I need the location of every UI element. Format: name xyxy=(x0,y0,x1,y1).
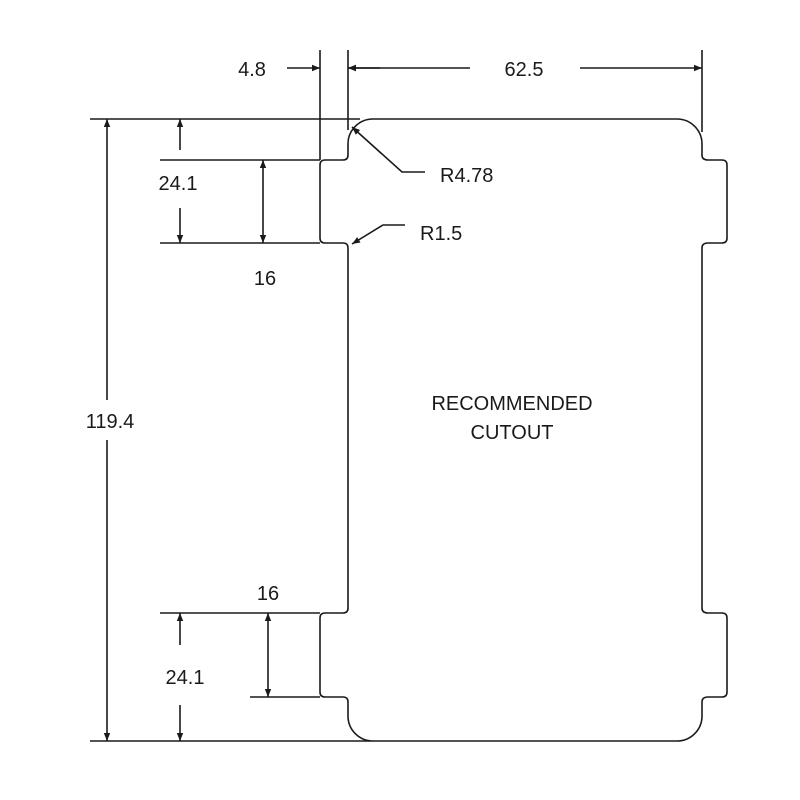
svg-text:24.1: 24.1 xyxy=(166,667,205,689)
svg-text:4.8: 4.8 xyxy=(238,59,266,81)
svg-text:R4.78: R4.78 xyxy=(440,165,493,187)
svg-text:24.1: 24.1 xyxy=(159,173,198,195)
svg-text:62.5: 62.5 xyxy=(505,59,544,81)
svg-text:16: 16 xyxy=(257,583,279,605)
svg-text:16: 16 xyxy=(254,268,276,290)
extension-lines xyxy=(90,50,703,742)
dim-body-width: 62.5 xyxy=(348,59,702,81)
leader-corner-radius: R4.78 xyxy=(351,126,493,187)
dim-total-height: 119.4 xyxy=(86,119,135,741)
svg-text:119.4: 119.4 xyxy=(86,411,135,433)
dim-bottom-tab-offset: 24.1 xyxy=(166,613,205,741)
dim-tab-offset: 4.8 xyxy=(238,59,380,81)
svg-text:R1.5: R1.5 xyxy=(420,223,462,245)
dim-bottom-tab-height: 16 xyxy=(257,583,279,697)
cutout-label-line1: RECOMMENDED xyxy=(431,393,592,415)
leader-fillet-radius: R1.5 xyxy=(351,223,462,245)
cutout-label-line2: CUTOUT xyxy=(471,422,554,444)
dim-top-tab-offset: 24.1 xyxy=(159,119,198,243)
cutout-outline xyxy=(319,118,728,742)
dim-top-tab-height: 16 xyxy=(254,160,276,290)
